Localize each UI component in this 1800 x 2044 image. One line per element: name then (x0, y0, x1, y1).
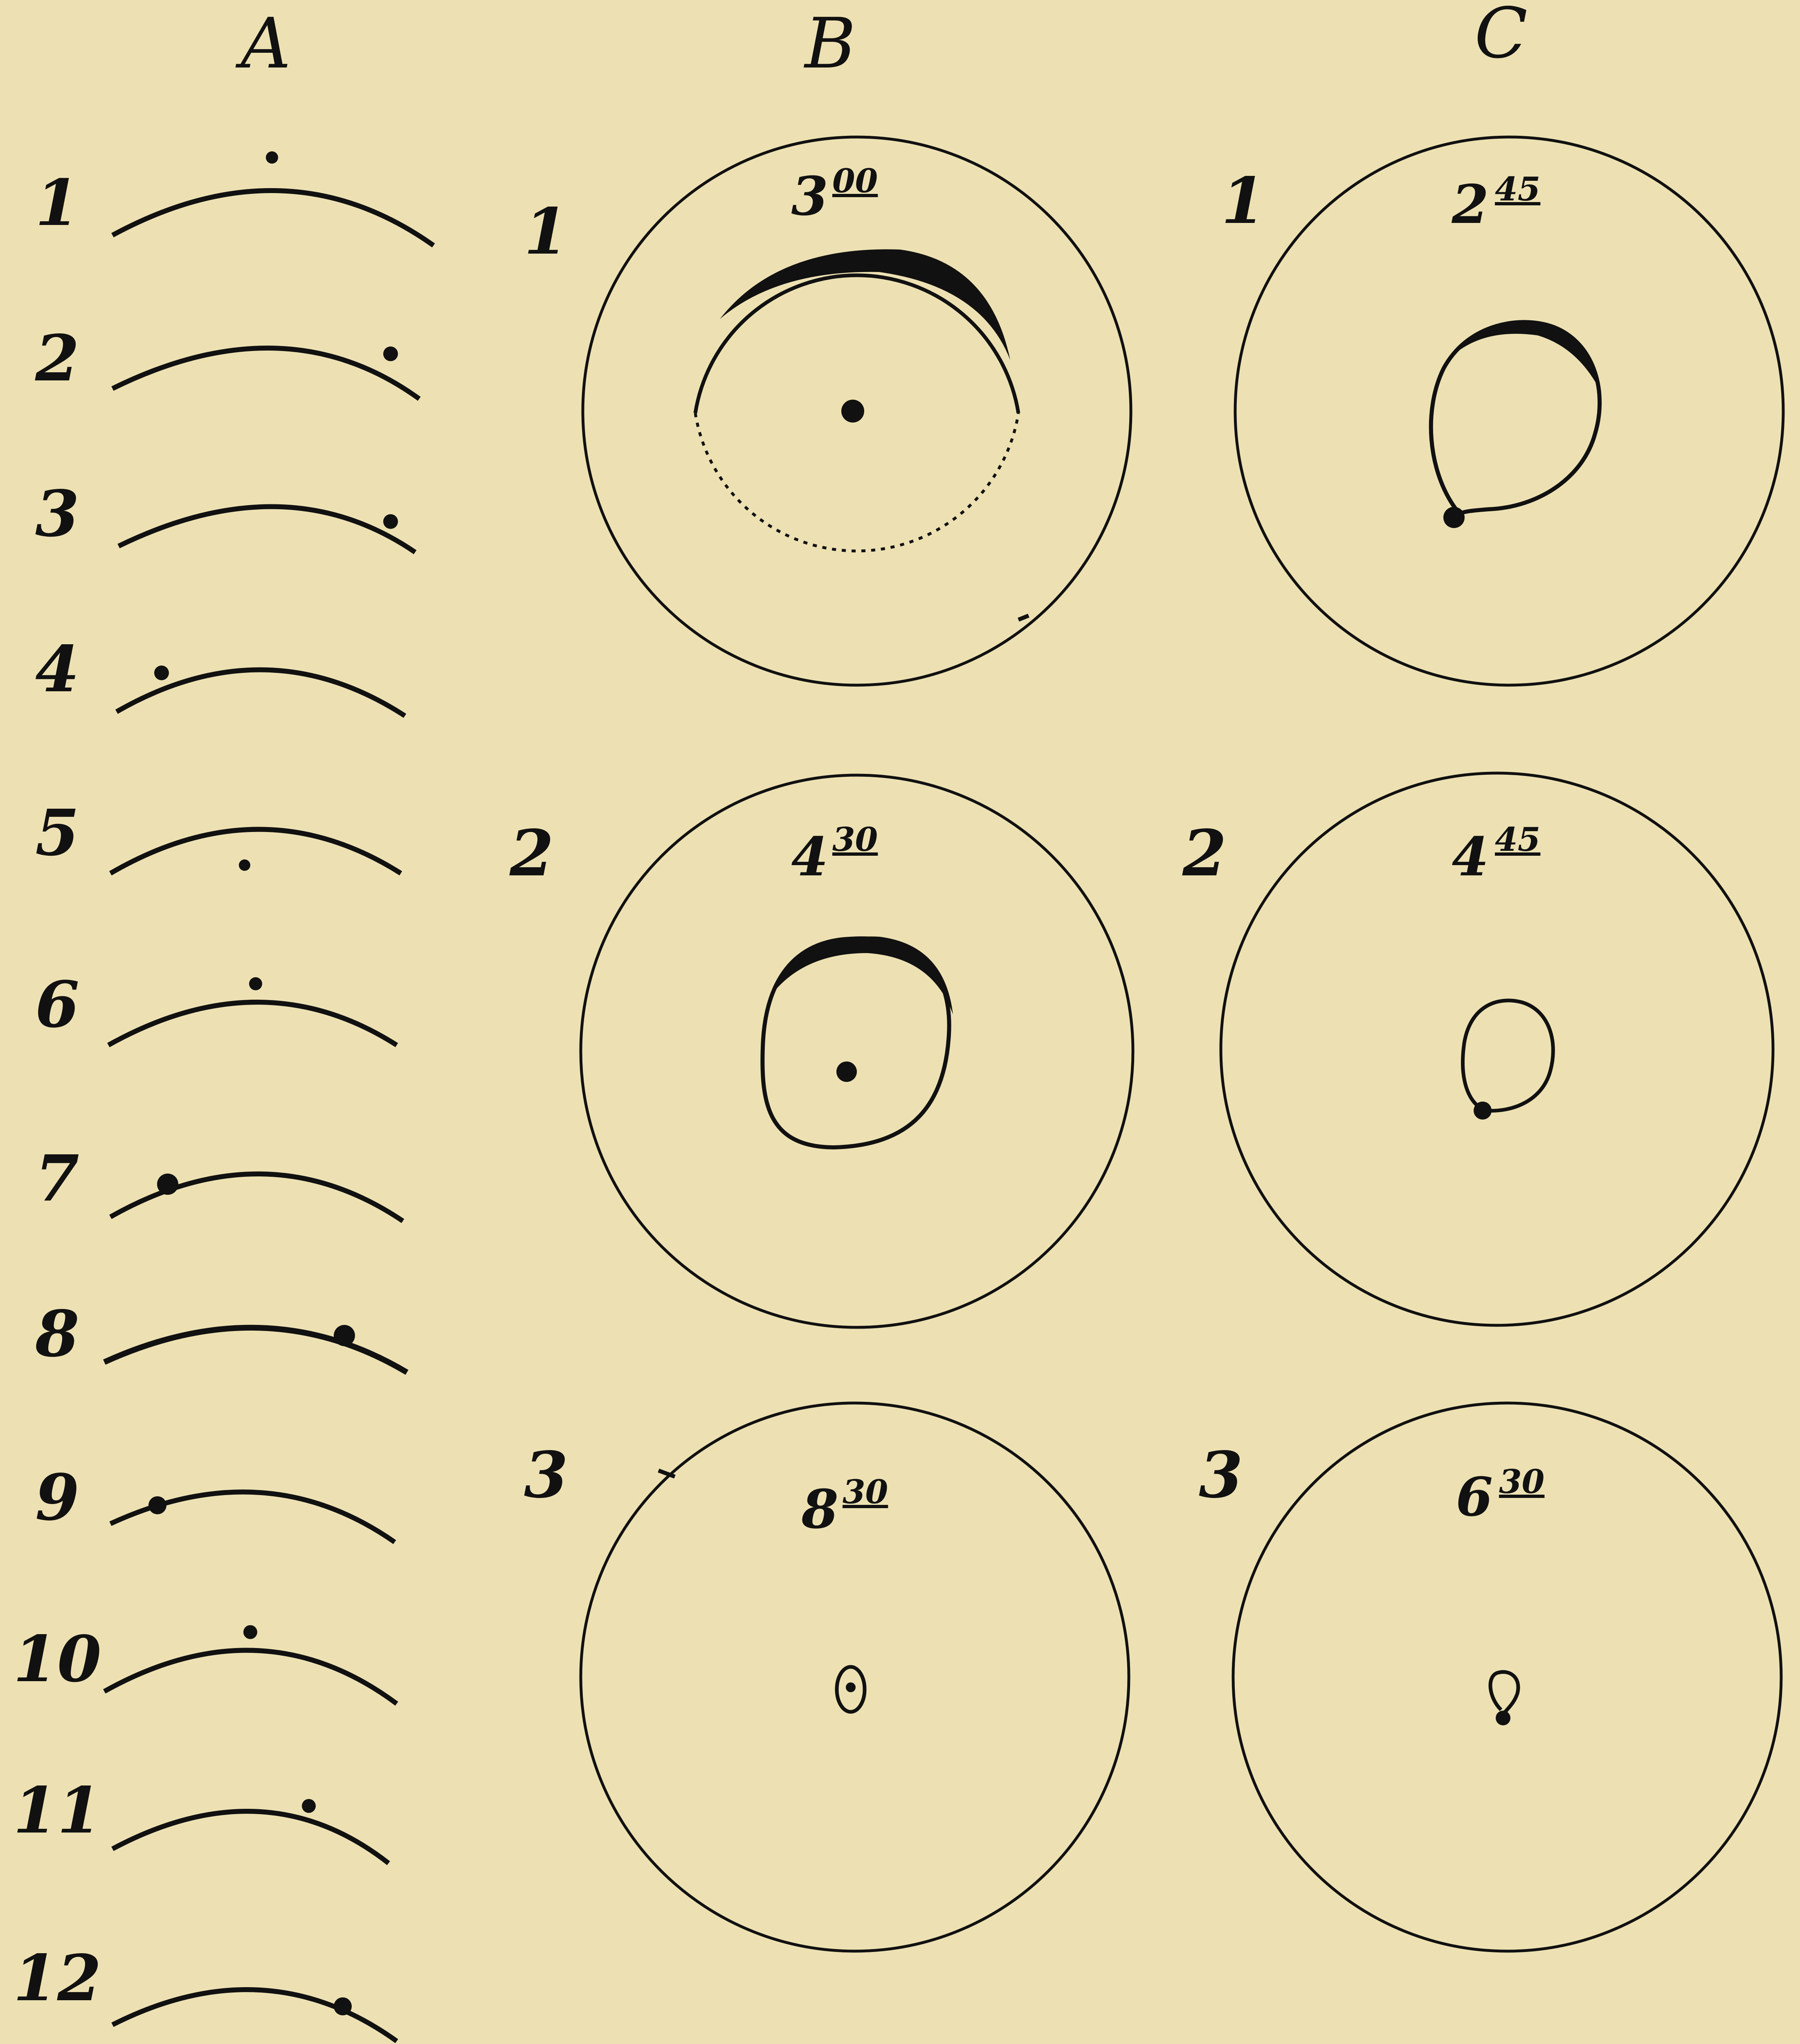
arc (112, 1990, 397, 2041)
dot (249, 977, 262, 990)
arc-row-3 (119, 507, 415, 552)
arc-row-1 (112, 151, 434, 245)
dot (334, 1997, 352, 2015)
column-c: 1 2 45 2 4 45 3 6 30 (1182, 137, 1783, 1951)
arc (104, 1328, 407, 1372)
edge-mark (1018, 616, 1029, 620)
dot (154, 666, 169, 680)
panel-b-2: 4 30 (581, 775, 1133, 1327)
crescent-shadow (769, 936, 953, 1014)
dot (383, 346, 398, 361)
column-header-a: A (236, 3, 291, 84)
row-number-a-4: 4 (35, 632, 79, 706)
panel-b-1: 3 00 (583, 137, 1131, 685)
arc (119, 507, 415, 552)
time-hours: 4 (1452, 825, 1489, 888)
arc (104, 1650, 397, 1704)
time-hours: 8 (801, 1478, 838, 1540)
panel-c-2: 4 45 (1221, 773, 1773, 1325)
column-header-c: C (1474, 0, 1528, 74)
panel-number-c-1: 1 (1221, 163, 1265, 238)
row-number-a-9: 9 (35, 1460, 79, 1535)
center-dot (836, 1061, 857, 1082)
dot (383, 514, 398, 529)
panel-number-b-3: 3 (524, 1437, 568, 1512)
row-number-a-3: 3 (35, 476, 79, 551)
row-number-a-11: 11 (13, 1773, 101, 1848)
dot (148, 1496, 166, 1514)
arc (112, 191, 434, 245)
center-dot (846, 1682, 856, 1692)
column-header-b: B (804, 3, 856, 84)
panel-number-b-2: 2 (509, 816, 554, 890)
row-number-a-10: 10 (13, 1621, 101, 1696)
dot (157, 1174, 178, 1195)
loop-dot (1474, 1102, 1492, 1120)
arc-row-12 (112, 1990, 397, 2041)
outer-circle (1235, 137, 1783, 685)
time-hours: 3 (791, 165, 828, 227)
time-minutes: 30 (832, 820, 878, 859)
arc (110, 1174, 403, 1221)
time-hours: 4 (791, 825, 828, 888)
arc (108, 1002, 397, 1045)
panel-c-1: 2 45 (1235, 137, 1783, 685)
crescent-shadow (1448, 320, 1601, 393)
column-a: 1 2 3 4 5 6 7 (13, 151, 434, 2041)
arc (112, 348, 419, 399)
row-number-a-8: 8 (35, 1296, 79, 1371)
arc-row-6 (108, 977, 397, 1045)
arc-row-7 (110, 1174, 403, 1221)
dot (239, 859, 250, 871)
time-minutes: 45 (1495, 170, 1540, 208)
row-number-a-12: 12 (13, 1941, 101, 2015)
panel-number-c-2: 2 (1182, 816, 1227, 890)
time-minutes: 30 (1499, 1462, 1544, 1501)
column-b: 1 3 00 2 4 30 3 8 30 (509, 137, 1133, 1951)
loop-dot (1443, 507, 1465, 528)
panel-b-3: 8 30 (581, 1403, 1129, 1951)
arc (112, 1811, 389, 1863)
time-minutes: 45 (1495, 820, 1540, 859)
arc (110, 830, 401, 874)
row-number-a-6: 6 (35, 967, 79, 1042)
arc-row-2 (112, 346, 419, 399)
time-minutes: 00 (832, 162, 878, 200)
time-minutes: 30 (843, 1473, 888, 1511)
panel-number-c-3: 3 (1199, 1437, 1243, 1512)
time-hours: 2 (1452, 173, 1489, 236)
panel-c-3: 6 30 (1233, 1403, 1781, 1951)
row-number-a-7: 7 (35, 1141, 79, 1216)
dot (302, 1799, 316, 1813)
panel-number-b-1: 1 (524, 194, 568, 269)
dot (266, 151, 278, 164)
loop-dot (1496, 1711, 1510, 1725)
arc-row-9 (110, 1492, 395, 1542)
row-number-a-2: 2 (35, 321, 79, 396)
inner-ring-dotted (695, 413, 1018, 551)
dot (334, 1325, 355, 1346)
time-hours: 6 (1456, 1466, 1493, 1528)
arc-row-4 (117, 666, 405, 716)
inner-loop (1463, 1001, 1553, 1111)
arc-row-10 (104, 1625, 397, 1704)
dot (243, 1625, 257, 1639)
row-number-a-1: 1 (35, 165, 79, 240)
arc-row-5 (110, 830, 401, 874)
arc-row-8 (104, 1325, 407, 1372)
row-number-a-5: 5 (35, 795, 79, 870)
center-dot (841, 400, 864, 423)
arc-row-11 (112, 1799, 389, 1863)
